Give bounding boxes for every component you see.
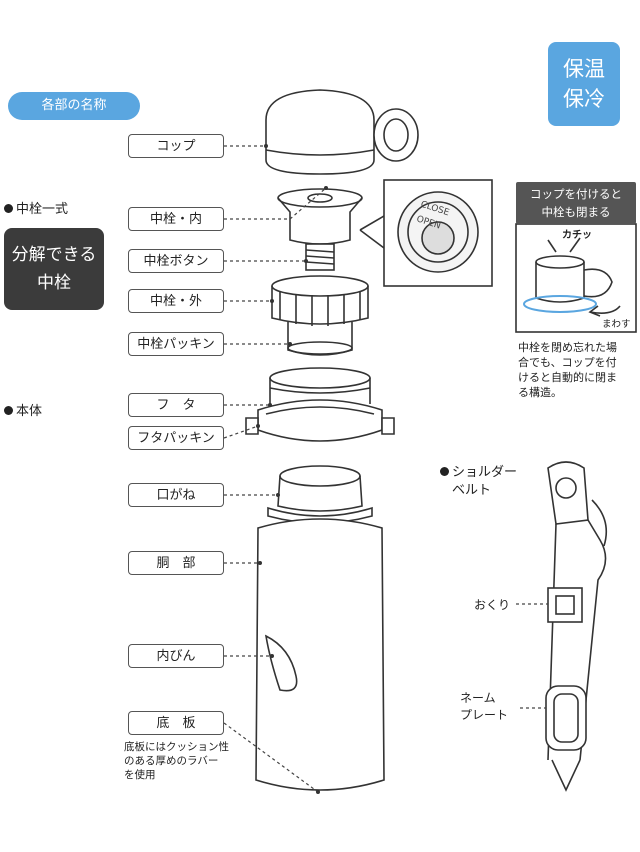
group-stopper-set: 中栓一式 <box>4 198 68 217</box>
auto-close-header-line1: コップを付けると <box>530 187 622 201</box>
stopper-feature-line1: 分解できる <box>11 245 97 265</box>
auto-close-note-line3: けると自動的に閉ま <box>518 371 617 384</box>
label-stopper-outer: 中栓・外 <box>128 289 224 313</box>
label-inner-bottle: 内びん <box>128 644 224 668</box>
cup-drawing <box>265 89 419 175</box>
label-barrel: 胴 部 <box>128 551 224 575</box>
bottom-plate-note: 底板にはクッション性 のある厚めのラバー を使用 <box>124 740 254 782</box>
label-nameplate-line2: プレート <box>460 708 509 722</box>
group-strap: ショルダー ベルト <box>440 464 517 500</box>
shoulder-strap-drawing <box>545 461 608 792</box>
group-stopper-set-label: 中栓一式 <box>16 202 69 217</box>
bottom-note-line1: 底板にはクッション性 <box>124 741 229 753</box>
bullet-icon <box>4 204 13 213</box>
bottom-note-line2: のある厚めのラバー <box>124 755 219 767</box>
badge-line1: 保温 <box>563 57 605 81</box>
label-nameplate-line1: ネーム <box>460 691 496 705</box>
auto-close-header-line2: 中栓も閉まる <box>541 205 611 219</box>
label-stopper-button: 中栓ボタン <box>128 249 224 273</box>
leader-lines <box>223 145 548 793</box>
auto-close-header: コップを付けると 中栓も閉まる <box>516 182 636 224</box>
auto-close-note-line2: 合でも、コップを付 <box>518 356 617 369</box>
dial-callout <box>359 179 493 287</box>
barrel-drawing <box>255 518 385 791</box>
leader-dots <box>256 144 328 794</box>
label-bottom-plate: 底 板 <box>128 711 224 735</box>
turn-text: まわす <box>602 319 631 330</box>
group-strap-line1: ショルダー <box>452 465 518 480</box>
auto-close-note-line1: 中栓を閉め忘れた場 <box>518 341 617 354</box>
group-body: 本体 <box>4 400 42 419</box>
label-lid: フ タ <box>128 393 224 417</box>
badge-line2: 保冷 <box>563 87 605 111</box>
group-body-label: 本体 <box>16 404 43 419</box>
label-cup: コップ <box>128 134 224 158</box>
mouth-ring-drawing <box>267 465 373 524</box>
stopper-feature-box: 分解できる 中栓 <box>4 228 104 310</box>
stopper-inner-drawing <box>277 188 363 271</box>
lid-drawing <box>245 367 395 442</box>
section-title: 各部の名称 <box>8 92 140 120</box>
stopper-outer-drawing <box>271 275 369 356</box>
label-lid-gasket: フタパッキン <box>128 426 224 450</box>
bottom-note-line3: を使用 <box>124 769 156 781</box>
label-stopper-inner: 中栓・内 <box>128 207 224 231</box>
label-nameplate: ネーム プレート <box>460 690 508 724</box>
bullet-icon <box>440 467 449 476</box>
stopper-feature-line2: 中栓 <box>37 273 71 293</box>
label-buckle: おくり <box>474 598 511 612</box>
bullet-icon <box>4 406 13 415</box>
label-stopper-gasket: 中栓パッキン <box>128 332 224 356</box>
auto-close-note-line4: る構造。 <box>518 386 562 399</box>
group-strap-line2: ベルト <box>452 483 492 498</box>
auto-close-illustration <box>515 223 637 333</box>
auto-close-note: 中栓を閉め忘れた場 合でも、コップを付 けると自動的に閉ま る構造。 <box>518 340 638 400</box>
insulation-badge: 保温 保冷 <box>548 42 620 126</box>
label-mouth-ring: 口がね <box>128 483 224 507</box>
click-text: カチッ <box>562 230 592 241</box>
